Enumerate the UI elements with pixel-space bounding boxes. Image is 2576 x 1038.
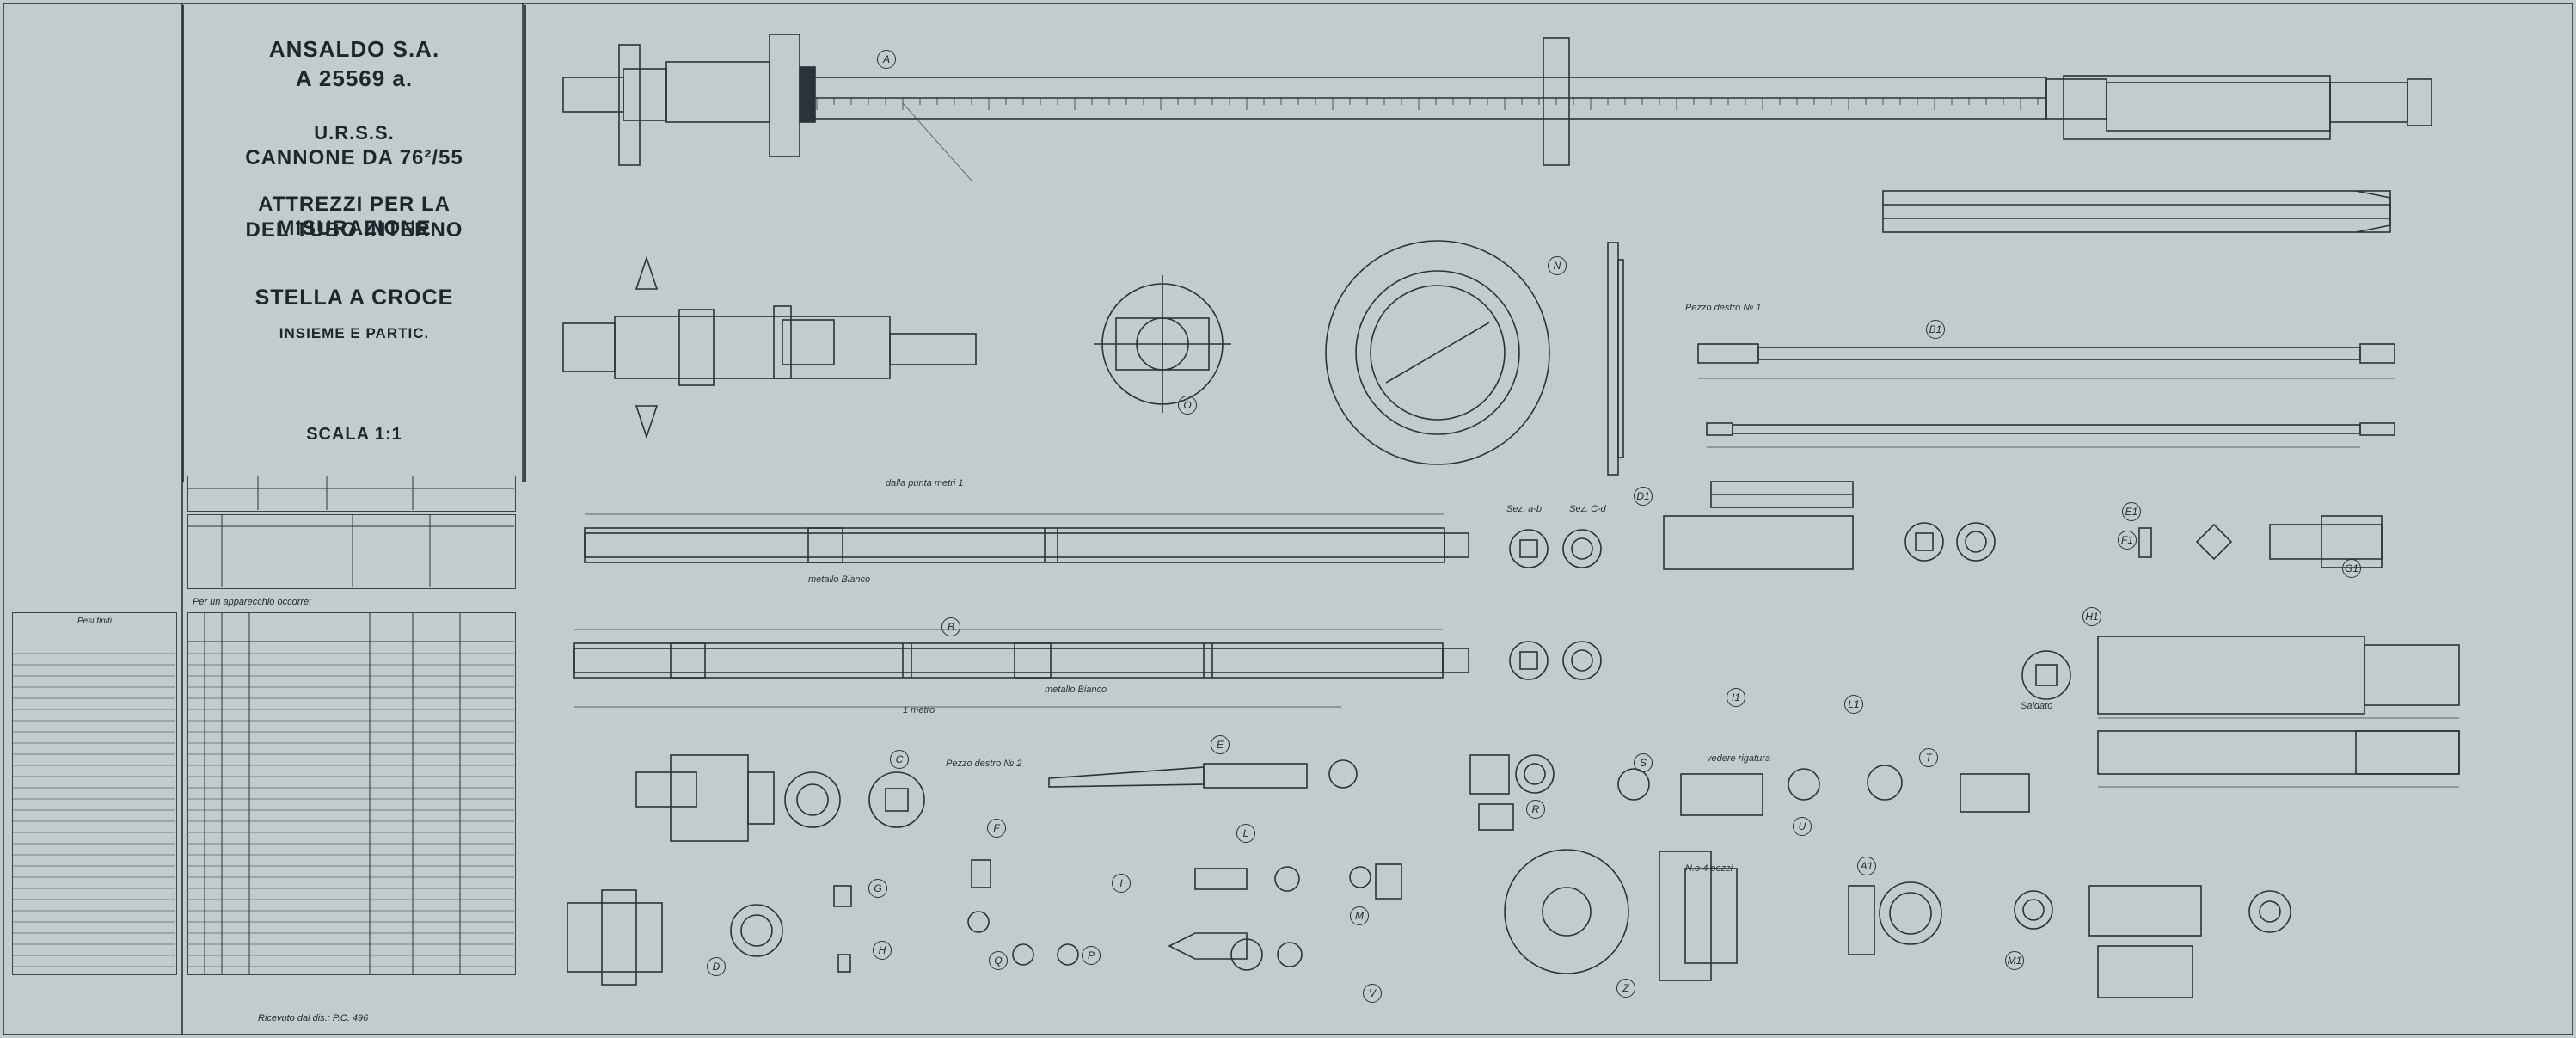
country: U.R.S.S. — [314, 122, 395, 144]
annotation-sez-ab: Sez. a-b — [1506, 504, 1542, 514]
bubble-B: B — [941, 617, 960, 636]
bubble-G1: G1 — [2342, 559, 2361, 578]
annotation-pezzo-2: Pezzo destro № 2 — [946, 759, 1022, 769]
bubble-Z: Z — [1616, 979, 1635, 998]
bubble-T: T — [1919, 748, 1938, 767]
annotation-n-pezzi: N.o 4 pezzi — [1685, 863, 1733, 874]
revision-table — [187, 514, 516, 589]
assembly-name: STELLA A CROCE — [255, 286, 454, 310]
assembly-subtitle: INSIEME E PARTIC. — [279, 325, 430, 341]
annotation-material-b: metallo Bianco — [1045, 685, 1107, 695]
bubble-D1: D1 — [1634, 487, 1653, 506]
bubble-M1: M1 — [2005, 951, 2024, 970]
bubble-F1: F1 — [2118, 531, 2137, 550]
bubble-R: R — [1526, 800, 1545, 819]
bubble-E1: E1 — [2122, 502, 2141, 521]
annotation-pezzo-1: Pezzo destro № 1 — [1685, 303, 1762, 313]
bubble-A1: A1 — [1857, 857, 1876, 875]
parts-table-title: Per un apparecchio occorre: — [193, 597, 312, 607]
bubble-P: P — [1082, 946, 1101, 965]
bubble-O: O — [1178, 396, 1197, 415]
annotation-distance: dalla punta metri 1 — [886, 478, 964, 488]
bubble-F: F — [987, 819, 1006, 838]
bubble-C: C — [890, 750, 909, 769]
bubble-D: D — [707, 957, 726, 976]
bubble-E: E — [1211, 735, 1230, 754]
bubble-I: I — [1112, 874, 1131, 893]
bubble-H1: H1 — [2082, 607, 2101, 626]
bubble-H: H — [873, 941, 892, 960]
tools-title-line-2: DEL TUBO INTERNO — [245, 218, 463, 242]
bubble-I1: I1 — [1727, 688, 1745, 707]
drawing-number: A 25569 a. — [295, 65, 414, 91]
bubble-L: L — [1236, 824, 1255, 843]
bubble-V: V — [1363, 984, 1382, 1003]
annotation-sez-cd: Sez. C-d — [1569, 504, 1606, 514]
bubble-M: M — [1350, 906, 1369, 925]
bubble-A: A — [877, 50, 896, 69]
bubble-G: G — [868, 879, 887, 898]
bubble-N: N — [1548, 256, 1567, 275]
annotation-one-meter: 1 metro — [903, 705, 935, 716]
weights-table-title: Pesi finiti — [77, 617, 112, 626]
bubble-S: S — [1634, 753, 1653, 772]
title-block: ANSALDO S.A. A 25569 a. U.R.S.S. CANNONE… — [182, 5, 526, 482]
bubble-U: U — [1793, 817, 1812, 836]
received-note: Ricevuto dal dis.: P.C. 496 — [258, 1013, 369, 1023]
tools-title-line-1: ATTREZZI PER LA MISURAZIONE — [258, 193, 451, 240]
bubble-L1: L1 — [1844, 695, 1863, 714]
annotation-material-a: metallo Bianco — [808, 574, 871, 585]
scale-label: SCALA 1:1 — [306, 425, 402, 444]
bubble-Q: Q — [989, 951, 1008, 970]
company-name: ANSALDO S.A. — [268, 36, 440, 62]
signature-table — [187, 476, 516, 512]
annotation-saldato: Saldato — [2021, 701, 2053, 711]
bubble-B1: B1 — [1926, 320, 1945, 339]
weights-table: Pesi finiti — [12, 612, 177, 975]
annotation-rigatura: vedere rigatura — [1707, 753, 1770, 764]
gun-name: CANNONE DA 76²/55 — [245, 146, 463, 169]
parts-table — [187, 612, 516, 975]
